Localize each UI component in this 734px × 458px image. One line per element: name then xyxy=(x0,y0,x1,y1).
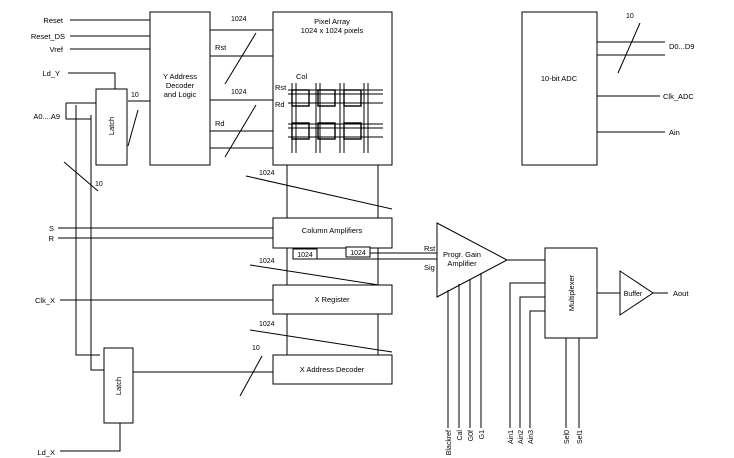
pga-pin-g1: G1 xyxy=(479,430,486,439)
s-label: S xyxy=(49,224,54,233)
rd-label-array: Rd xyxy=(275,100,285,109)
reset-label: Reset xyxy=(43,16,64,25)
pga-label-2: Amplifier xyxy=(447,259,477,268)
mux-select-sel1: Sel1 xyxy=(577,430,584,444)
x-decoder-bus-width: 10 xyxy=(252,345,260,352)
pga-input-wires xyxy=(317,252,437,260)
column-amp-output-rst-width: 1024 xyxy=(350,250,366,257)
column-amp-output-rd-width: 1024 xyxy=(297,252,313,259)
y-control-wires xyxy=(65,19,150,147)
pga-pin-blackref: Blackref xyxy=(446,430,453,455)
adc-data-pins: D0...D9 xyxy=(669,42,694,51)
latch-bottom-label: Latch xyxy=(114,377,123,395)
column-amplifiers-label: Column Amplifiers xyxy=(302,226,363,235)
vref-label: Vref xyxy=(50,45,64,54)
rst-label-array: Rst xyxy=(275,83,287,92)
y-address-bus-width: 10 xyxy=(131,92,139,99)
rst-label-left: Rst xyxy=(215,43,227,52)
y-address-decoder-block xyxy=(149,11,211,166)
column-bus xyxy=(245,165,393,355)
pga-control-wires xyxy=(447,273,482,428)
mux-input-ain1: Ain1 xyxy=(508,430,515,444)
adc-clk-pin: Clk_ADC xyxy=(663,92,694,101)
aout-label: Aout xyxy=(673,289,689,298)
latch-top-label: Latch xyxy=(107,117,116,135)
reset-ds-label: Reset_DS xyxy=(31,32,65,41)
multiplexer-label: Multiplexer xyxy=(567,274,576,311)
mux-input-ain3: Ain3 xyxy=(528,430,535,444)
pga-pin-cal: Cal xyxy=(457,430,464,441)
clk-x-label: Clk_X xyxy=(35,296,55,305)
pixel-cell xyxy=(317,89,336,107)
x-address-bus-width: 10 xyxy=(95,181,103,188)
row-buses xyxy=(210,29,273,158)
pixel-cell xyxy=(343,89,362,107)
mux-select-sel0: Sel0 xyxy=(564,430,571,444)
rd-bus-width: 1024 xyxy=(231,89,247,96)
y-decoder-label-3: and Logic xyxy=(164,90,197,99)
mux-input-ain2: Ain2 xyxy=(518,430,525,444)
column-bus-width-3: 1024 xyxy=(259,321,275,328)
pixel-cell xyxy=(317,122,336,140)
col-label: Col xyxy=(296,72,308,81)
pga-sig-label: Sig xyxy=(424,263,435,272)
pixel-array-title: Pixel Array xyxy=(314,17,350,26)
pixel-cell xyxy=(343,122,362,140)
pga-label-1: Progr. Gain xyxy=(443,250,481,259)
pga-pin-g0f: G0f xyxy=(468,430,475,441)
pixel-array-size: 1024 x 1024 pixels xyxy=(301,26,364,35)
pixel-cell xyxy=(291,89,310,107)
buffer-label: Buffer xyxy=(624,291,643,298)
output-buffer xyxy=(619,270,654,316)
adc-ain-pin: Ain xyxy=(669,128,680,137)
address-bus xyxy=(63,105,105,371)
x-register-block xyxy=(272,284,393,315)
multiplexer-block xyxy=(544,247,598,339)
column-bus-width-2: 1024 xyxy=(259,258,275,265)
x-control-wires xyxy=(58,227,273,452)
r-label: R xyxy=(49,234,55,243)
ld-x-label: Ld_X xyxy=(37,448,55,457)
y-decoder-label-2: Decoder xyxy=(166,81,195,90)
mux-input-wires xyxy=(509,282,580,428)
column-bus-width-1: 1024 xyxy=(259,170,275,177)
pixel-grid xyxy=(288,83,383,153)
programmable-gain-amplifier xyxy=(436,222,509,298)
y-decoder-label-1: Y Address xyxy=(163,72,197,81)
adc-wires xyxy=(597,22,665,133)
adc-block xyxy=(521,11,598,166)
column-amp-output-rd xyxy=(292,248,318,260)
column-amplifiers-block xyxy=(272,217,393,249)
x-register-label: X Register xyxy=(314,295,350,304)
x-address-decoder-label: X Address Decoder xyxy=(300,365,365,374)
ld-y-label: Ld_Y xyxy=(42,69,60,78)
x-address-decoder-block xyxy=(272,354,393,385)
pga-rst-label: Rst xyxy=(424,244,436,253)
pixel-cell xyxy=(291,122,310,140)
rst-bus-width: 1024 xyxy=(231,16,247,23)
adc-bus-width: 10 xyxy=(626,13,634,20)
rd-label-left: Rd xyxy=(215,119,225,128)
address-label: A0....A9 xyxy=(33,112,60,121)
latch-top xyxy=(95,88,128,166)
latch-bottom xyxy=(103,347,134,424)
column-amp-output-rst xyxy=(345,246,371,258)
adc-label: 10-bit ADC xyxy=(541,74,578,83)
